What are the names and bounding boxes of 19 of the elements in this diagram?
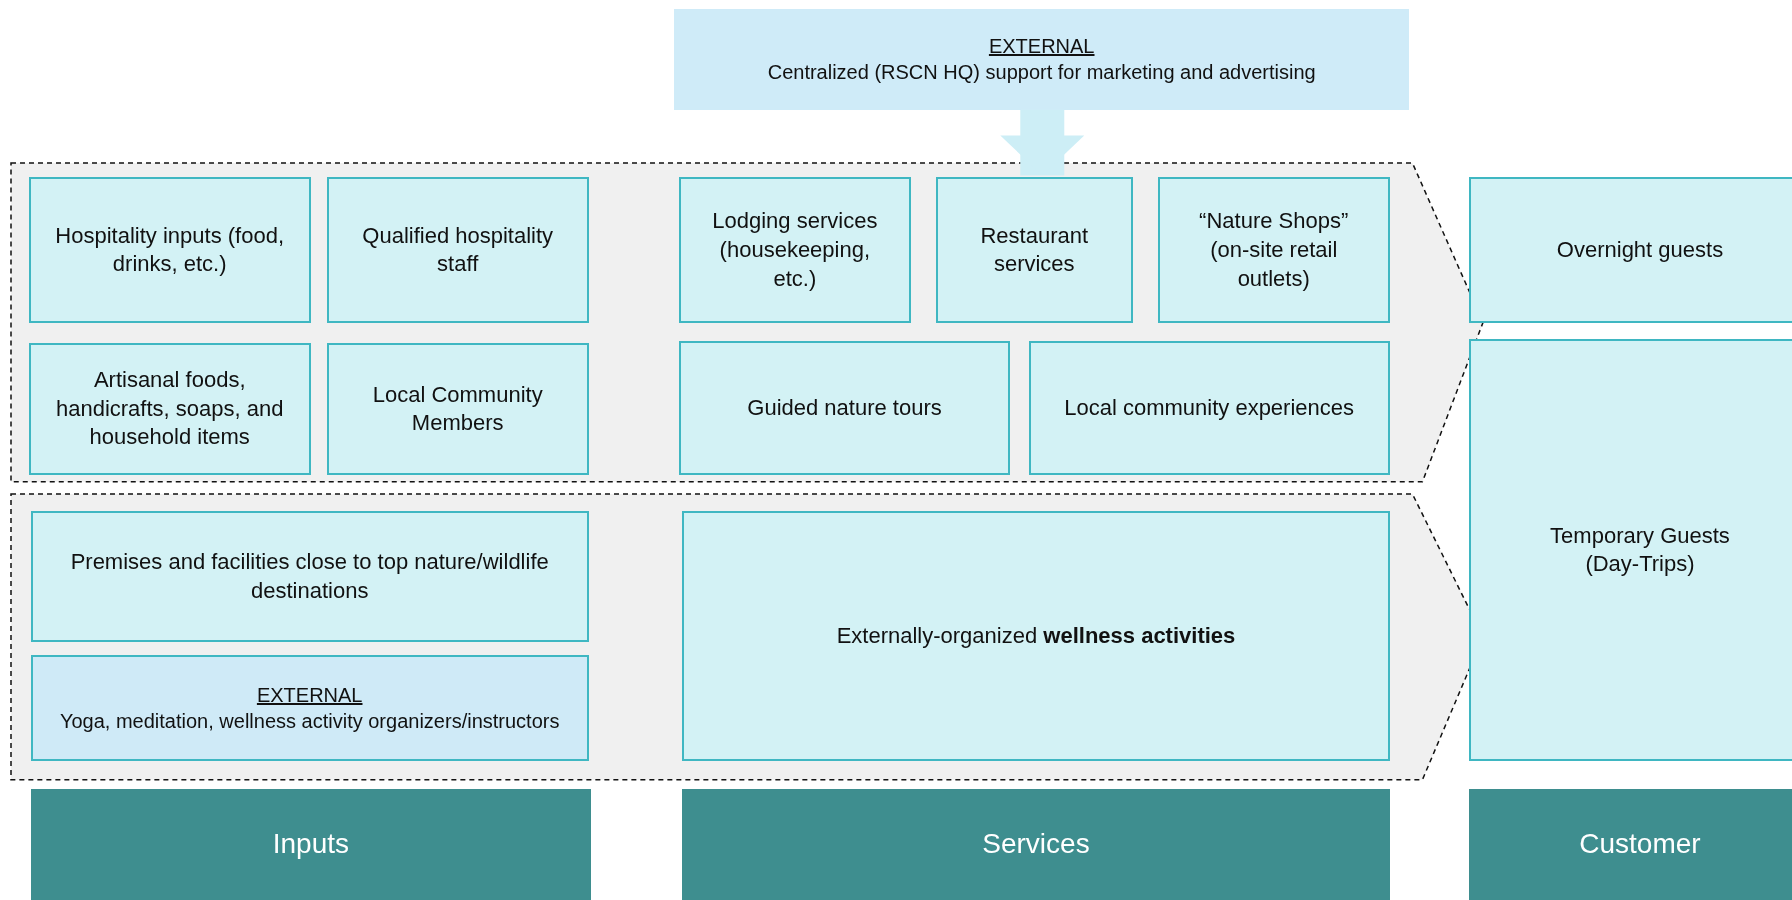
- external-support-box: EXTERNAL Centralized (RSCN HQ) support for marketing and advertising: [674, 9, 1410, 110]
- block-arrow: [1000, 109, 1085, 176]
- process-box: “Nature Shops” (on-site retail outlets): [1157, 177, 1390, 324]
- column-header: Inputs: [30, 788, 591, 900]
- process-box: Restaurant services: [936, 177, 1133, 324]
- column-header: Services: [682, 788, 1390, 900]
- process-box: Hospitality inputs (food, drinks, etc.): [28, 177, 311, 324]
- process-box: Overnight guests: [1468, 177, 1792, 324]
- process-box: Guided nature tours: [678, 340, 1011, 476]
- process-box: Local community experiences: [1028, 340, 1390, 476]
- process-box: Qualified hospitality staff: [326, 177, 589, 324]
- process-box: Local Community Members: [326, 342, 589, 476]
- process-box: Premises and facilities close to top nature/wildlife destinations: [30, 510, 589, 643]
- column-header: Customer: [1468, 788, 1792, 900]
- external-input-box: EXTERNAL Yoga, meditation, wellness activity organizers/instructors: [30, 654, 589, 762]
- process-box: Externally-organized wellness activities: [682, 510, 1390, 762]
- process-box: Lodging services (housekeeping, etc.): [678, 177, 911, 324]
- process-box: Temporary Guests (Day-Trips): [1468, 339, 1792, 762]
- process-box: Artisanal foods, handicrafts, soaps, and household items: [28, 342, 311, 476]
